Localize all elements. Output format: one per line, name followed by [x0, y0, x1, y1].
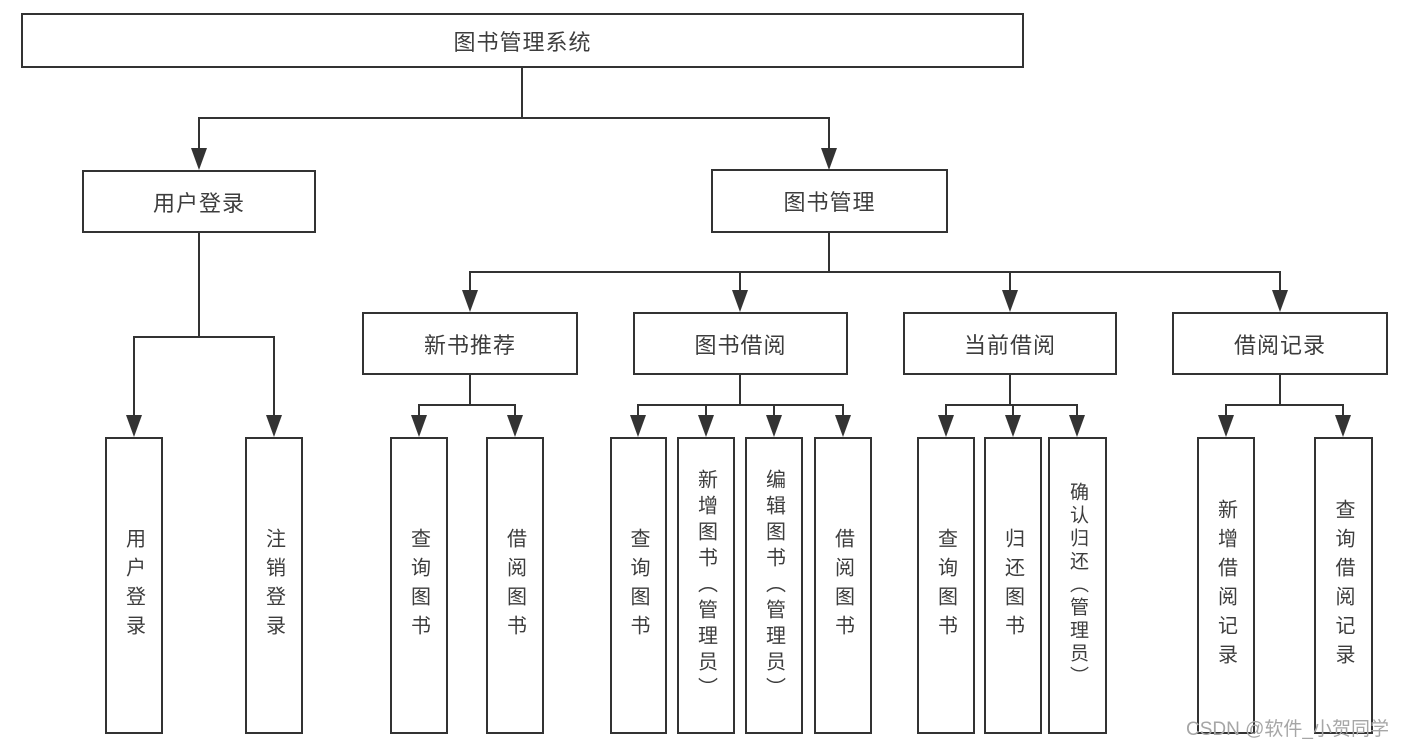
node-borrow-books-recommend: 借阅图书: [486, 437, 544, 734]
node-edit-book-admin: 编辑图书（管理员）: [745, 437, 803, 734]
node-book-borrowing: 图书借阅: [633, 312, 848, 375]
node-user-login-action-label: 用户登录: [122, 527, 145, 644]
node-query-books-current-label: 查询图书: [934, 527, 957, 644]
node-new-book-recommendation-label: 新书推荐: [423, 332, 516, 358]
node-logout-action-label: 注销登录: [262, 527, 285, 644]
node-user-login-label: 用户登录: [152, 190, 245, 216]
node-borrow-books-borrowing-label: 借阅图书: [831, 527, 854, 644]
node-book-management-label: 图书管理: [783, 190, 876, 215]
node-add-book-admin-label: 新增图书（管理员）: [694, 468, 717, 703]
watermark: CSDN @软件_小贺同学: [1186, 719, 1389, 740]
node-logout-action: 注销登录: [245, 437, 303, 734]
node-query-borrow-record-label: 查询借阅记录: [1332, 498, 1354, 673]
node-new-book-recommendation: 新书推荐: [362, 312, 578, 375]
node-add-book-admin: 新增图书（管理员）: [677, 437, 735, 734]
node-borrowing-records: 借阅记录: [1172, 312, 1388, 375]
node-current-borrowing-label: 当前借阅: [963, 332, 1056, 358]
node-add-borrow-record-label: 新增借阅记录: [1214, 498, 1237, 673]
node-book-borrowing-label: 图书借阅: [694, 332, 787, 358]
node-query-books-current: 查询图书: [917, 437, 975, 734]
node-query-books-borrowing-label: 查询图书: [627, 527, 649, 644]
node-borrow-books-borrowing: 借阅图书: [814, 437, 872, 734]
node-query-books-recommend: 查询图书: [390, 437, 448, 734]
node-current-borrowing: 当前借阅: [903, 312, 1117, 375]
node-borrowing-records-label: 借阅记录: [1233, 332, 1326, 358]
node-user-login: 用户登录: [82, 170, 316, 233]
node-user-login-action: 用户登录: [105, 437, 163, 734]
node-add-borrow-record: 新增借阅记录: [1197, 437, 1255, 734]
node-return-book-label: 归还图书: [1001, 527, 1024, 644]
node-query-books-recommend-label: 查询图书: [407, 527, 430, 644]
node-library-system-label: 图书管理系统: [453, 29, 592, 55]
node-confirm-return-admin: 确认归还（管理员）: [1048, 437, 1107, 734]
node-query-borrow-record: 查询借阅记录: [1314, 437, 1373, 734]
node-query-books-borrowing: 查询图书: [610, 437, 667, 734]
node-borrow-books-recommend-label: 借阅图书: [503, 527, 526, 644]
node-confirm-return-admin-label: 确认归还（管理员）: [1067, 482, 1088, 689]
node-library-system: 图书管理系统: [21, 13, 1024, 68]
node-edit-book-admin-label: 编辑图书（管理员）: [762, 468, 785, 703]
node-book-management: 图书管理: [711, 169, 948, 233]
node-return-book: 归还图书: [984, 437, 1042, 734]
